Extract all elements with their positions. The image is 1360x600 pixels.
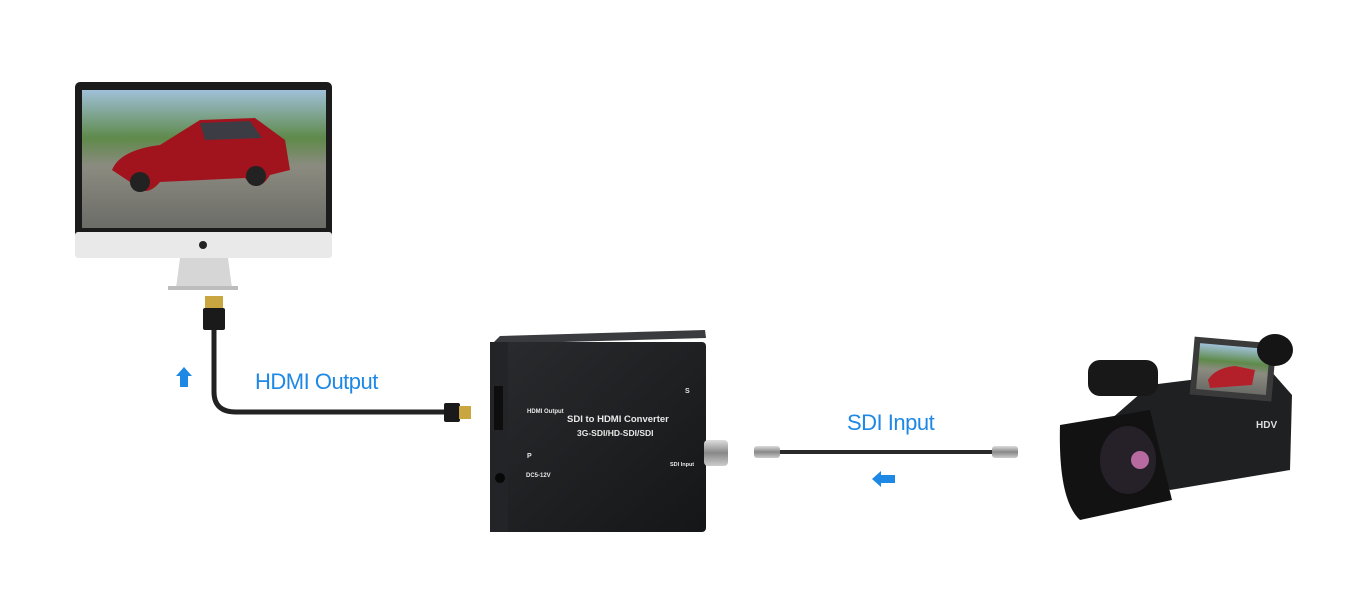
p-label: P xyxy=(527,453,532,460)
hdmi-port-label: HDMI Output xyxy=(527,409,564,415)
apple-logo-icon xyxy=(199,241,207,249)
hdmi-port xyxy=(494,386,503,430)
hdmi-cable xyxy=(203,296,471,422)
hdmi-connector-top xyxy=(205,296,223,310)
arrow-up-icon xyxy=(176,367,192,387)
converter-title: SDI to HDMI Converter xyxy=(567,414,669,425)
hdv-badge: HDV xyxy=(1256,420,1277,431)
hdmi-output-label: HDMI Output xyxy=(255,369,378,394)
bnc-connector xyxy=(704,440,728,466)
hdmi-connector-box xyxy=(444,403,460,422)
monitor-stand xyxy=(176,258,232,288)
s-label: S xyxy=(685,388,690,395)
power-port xyxy=(495,473,505,483)
sdi-port-label: SDI Input xyxy=(670,462,694,468)
sdi-cable xyxy=(754,446,1018,458)
power-label: DC5-12V xyxy=(526,473,551,479)
arrow-left-icon xyxy=(872,471,895,487)
converter-subtitle: 3G-SDI/HD-SDI/SDI xyxy=(577,428,654,438)
monitor xyxy=(75,82,332,290)
sdi-to-hdmi-converter: HDMI Output SDI to HDMI Converter 3G-SDI… xyxy=(490,330,728,532)
camcorder: HDV xyxy=(1059,334,1293,520)
sdi-input-label: SDI Input xyxy=(847,410,935,435)
